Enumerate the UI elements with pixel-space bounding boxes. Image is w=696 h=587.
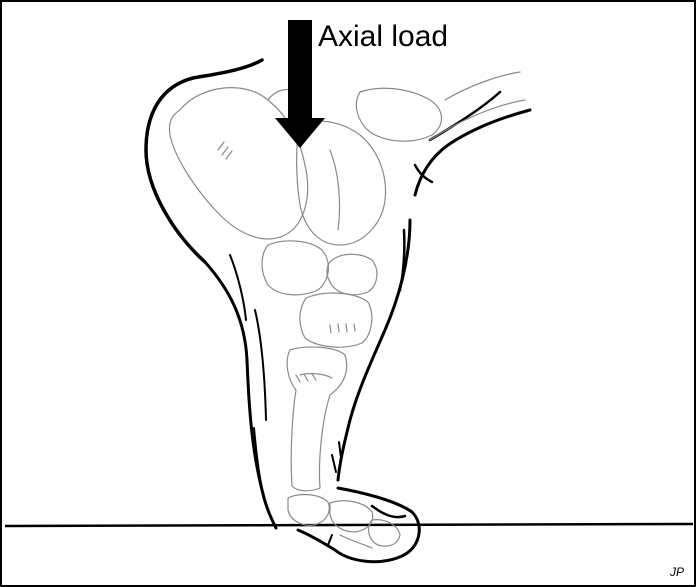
artist-signature: JP: [669, 565, 684, 579]
arrow-shaft: [288, 20, 312, 120]
axial-load-label: Axial load: [318, 20, 448, 53]
